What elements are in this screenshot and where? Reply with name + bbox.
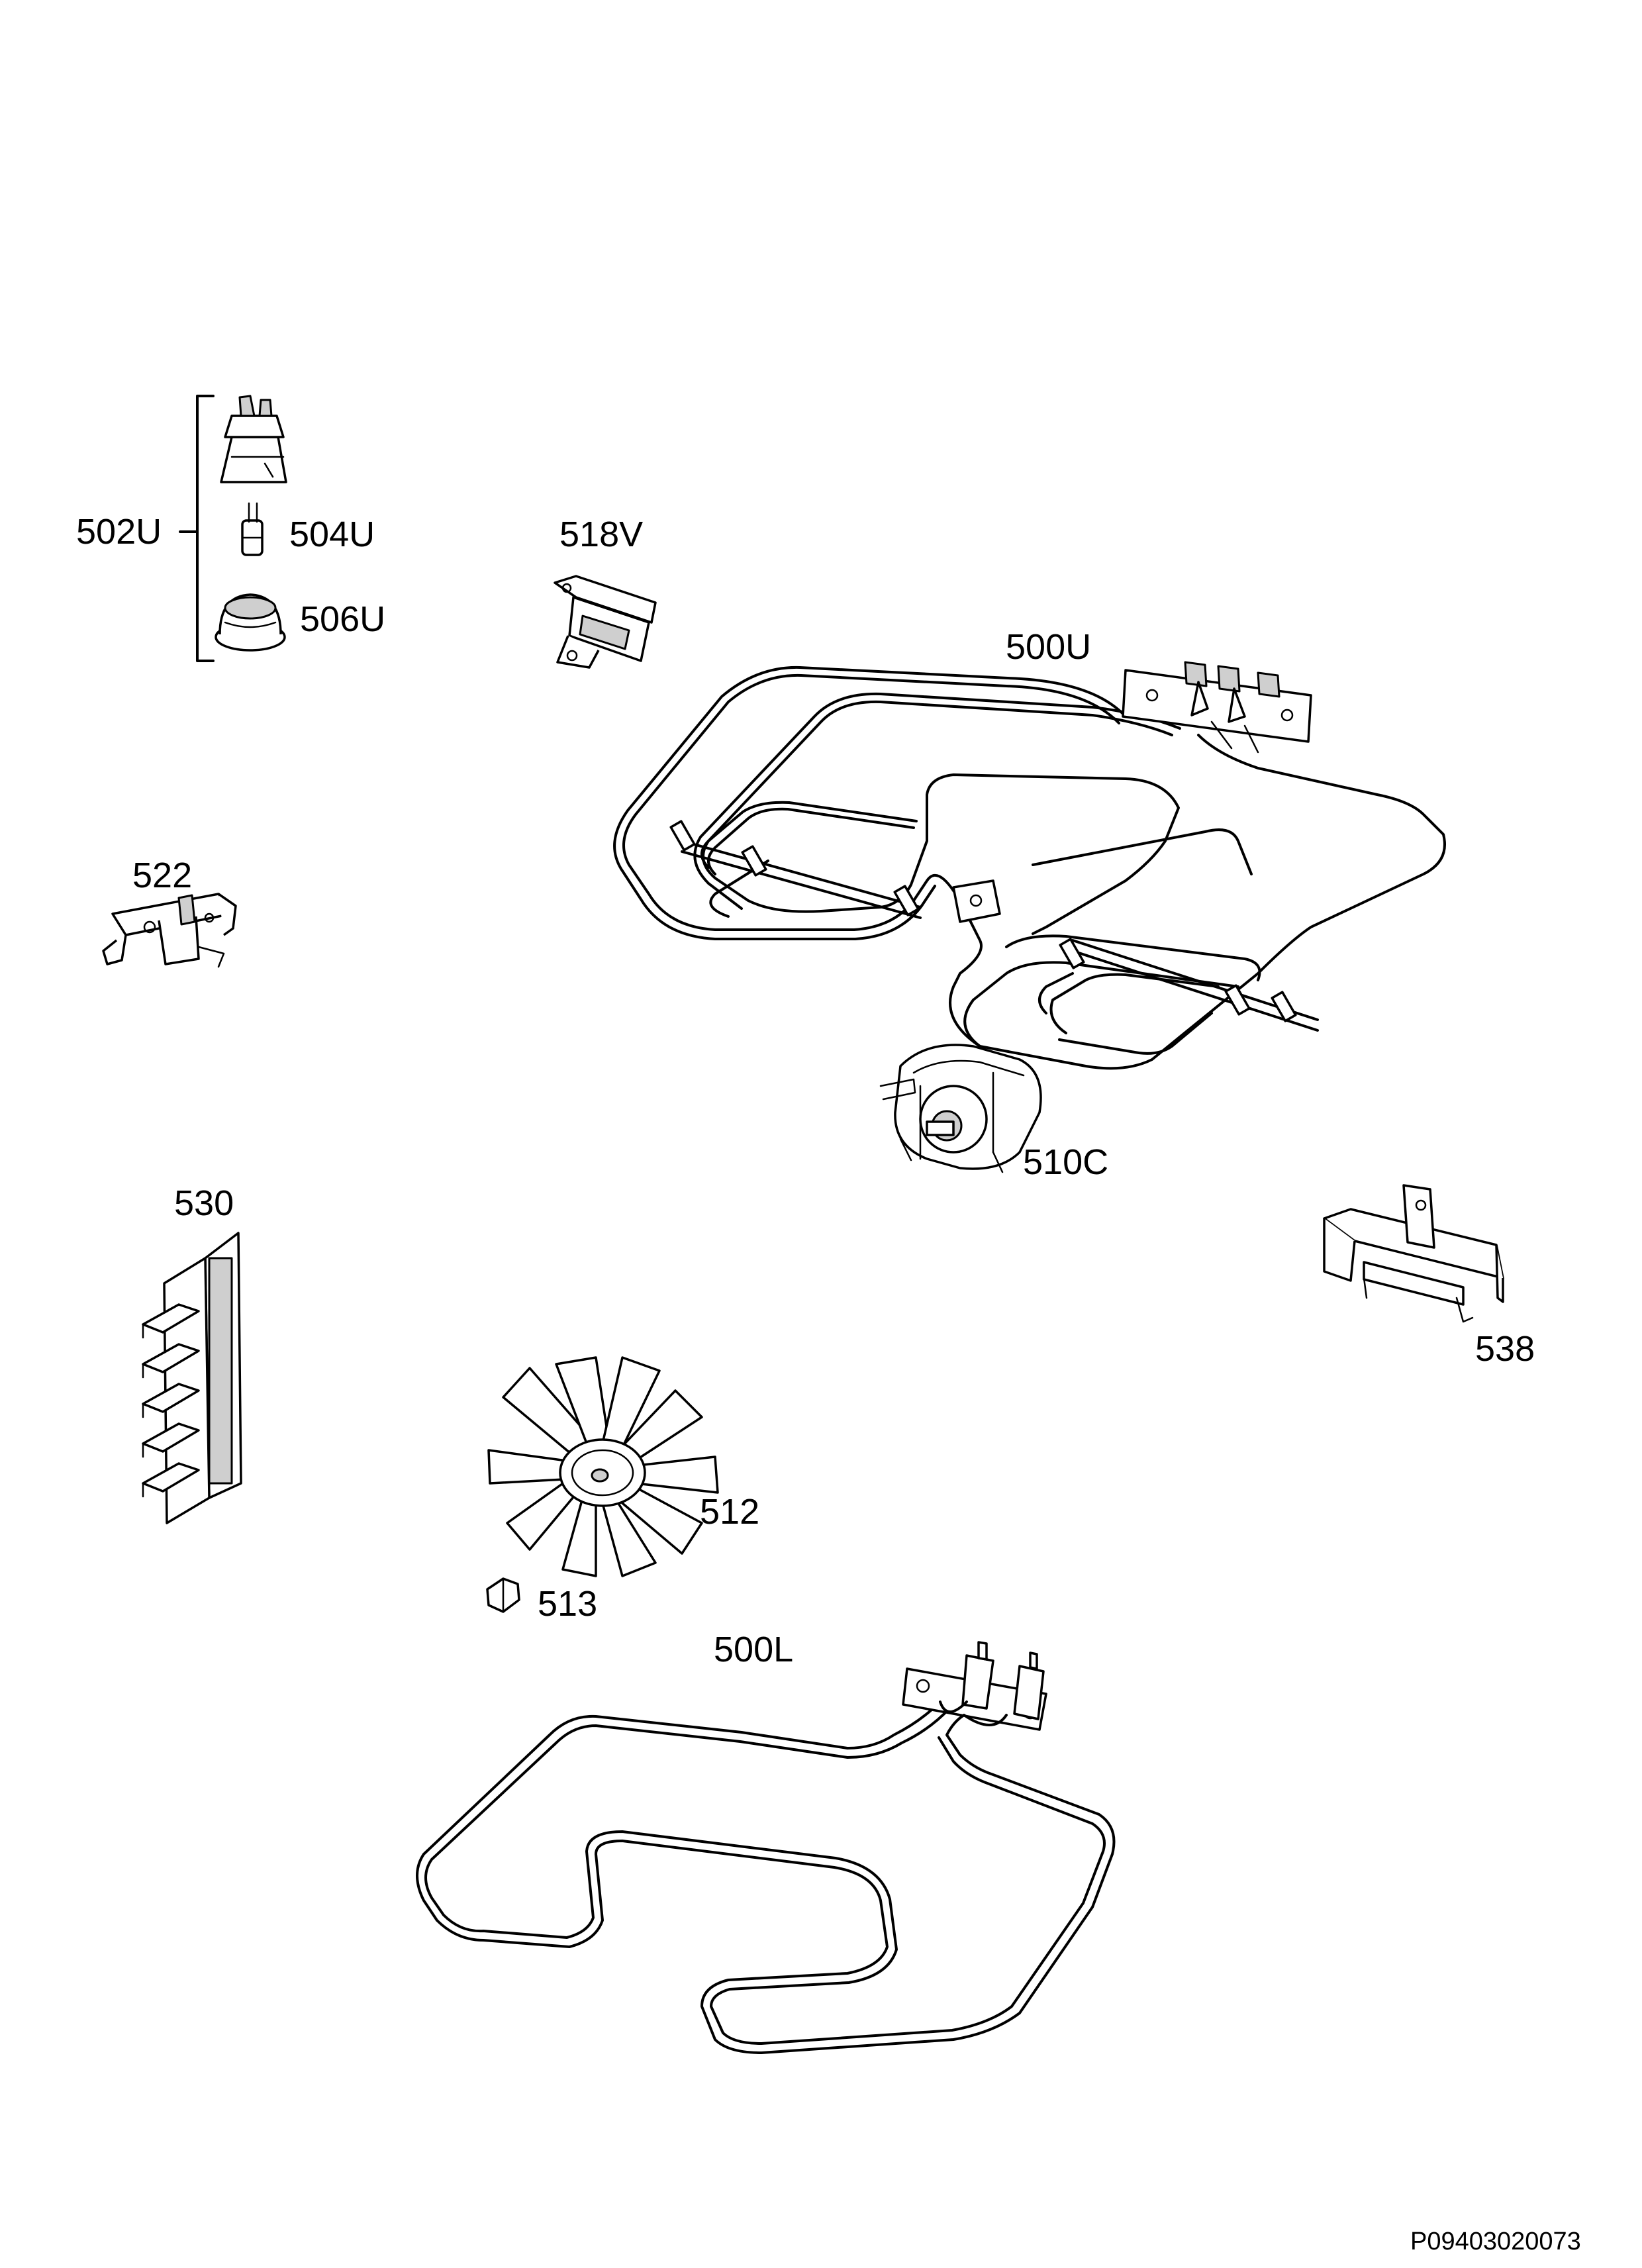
part-512-fan-blade-icon bbox=[487, 1356, 719, 1577]
part-513-nut-icon bbox=[486, 1577, 520, 1613]
part-502u-lamp-holder-icon bbox=[220, 395, 287, 483]
label-500l: 500L bbox=[714, 1630, 794, 1669]
label-530: 530 bbox=[174, 1183, 234, 1223]
part-500u-upper-heating-element-icon bbox=[613, 661, 1446, 1070]
part-506u-lamp-cover-icon bbox=[215, 593, 286, 652]
label-506u: 506U bbox=[300, 599, 386, 639]
label-513: 513 bbox=[538, 1584, 598, 1624]
part-518v-thermostat-icon bbox=[554, 575, 657, 669]
part-522-bracket-icon bbox=[102, 893, 237, 968]
label-510c: 510C bbox=[1023, 1142, 1109, 1182]
label-500u: 500U bbox=[1006, 627, 1092, 667]
part-538-bracket-icon bbox=[1323, 1184, 1504, 1323]
label-502u: 502U bbox=[76, 512, 162, 552]
label-512: 512 bbox=[700, 1492, 760, 1532]
document-id: P09403020073 bbox=[1410, 2228, 1581, 2255]
part-500l-lower-heating-element-icon bbox=[416, 1641, 1116, 2054]
label-518v: 518V bbox=[559, 515, 644, 554]
part-530-terminal-block-icon bbox=[142, 1232, 242, 1524]
label-522: 522 bbox=[132, 856, 193, 895]
part-510c-fan-motor-icon bbox=[879, 1044, 1042, 1173]
label-504u: 504U bbox=[289, 515, 375, 554]
part-502u-bracket bbox=[179, 395, 215, 662]
label-538: 538 bbox=[1475, 1329, 1535, 1369]
part-504u-lamp-icon bbox=[241, 502, 264, 556]
